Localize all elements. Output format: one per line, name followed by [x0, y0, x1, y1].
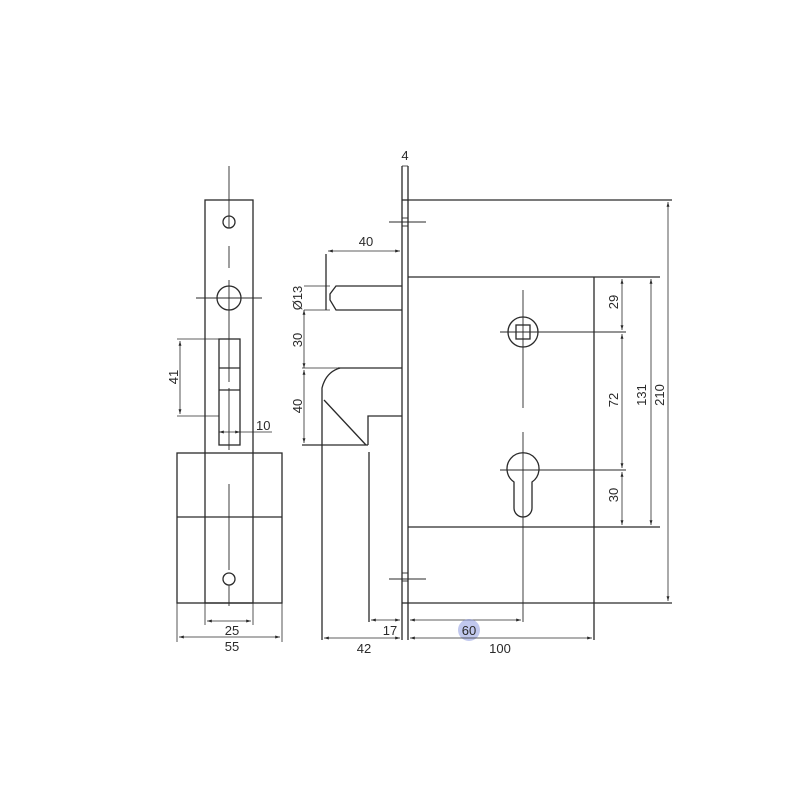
side-bolt [329, 285, 402, 311]
highlight-marker [458, 619, 480, 641]
dim-cylinder-offset: 30 [606, 488, 621, 502]
dim-backset-60: 60 [462, 623, 476, 638]
screw-hole-top [222, 215, 236, 229]
spindle-hole [507, 316, 539, 348]
dim-center-distance: 72 [606, 393, 621, 407]
side-hook [321, 367, 341, 445]
front-view: 41 10 25 55 [166, 166, 283, 654]
screw-hole-bottom [222, 572, 236, 586]
dim-backset-42: 42 [357, 641, 371, 656]
cylinder-hole [506, 452, 540, 518]
dim-case-height: 131 [634, 384, 649, 406]
dim-spindle-offset: 29 [606, 295, 621, 309]
dim-latch-height: 41 [166, 370, 181, 384]
dim-faceplate-height: 210 [652, 384, 667, 406]
dim-hook-height: 40 [290, 399, 305, 413]
front-case [176, 452, 283, 604]
dim-backset-17: 17 [383, 623, 397, 638]
dim-bolt-diameter: Ø13 [290, 286, 305, 311]
dim-latch-projection: 40 [359, 234, 373, 249]
dim-case-depth: 100 [489, 641, 511, 656]
side-view: 4 40 Ø13 30 40 [290, 148, 672, 656]
dim-gap: 30 [290, 333, 305, 347]
front-latch [218, 338, 241, 446]
dim-latch-width: 10 [256, 418, 270, 433]
dim-total-width: 55 [225, 639, 239, 654]
dim-faceplate-width: 25 [225, 623, 239, 638]
dim-faceplate-thickness: 4 [401, 148, 408, 163]
spindle-square [515, 324, 531, 340]
